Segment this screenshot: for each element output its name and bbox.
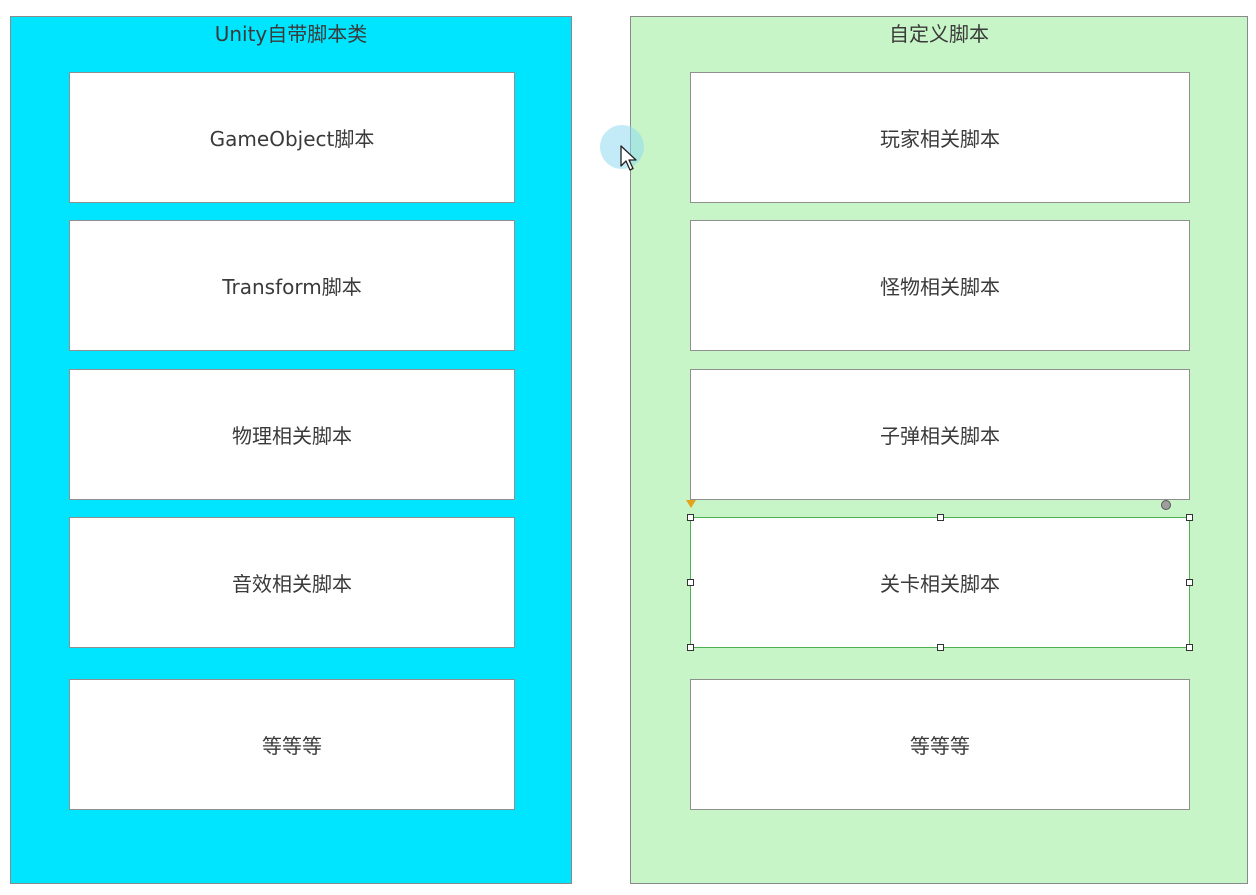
mouse-pointer-icon bbox=[620, 145, 637, 171]
script-box[interactable]: Transform脚本 bbox=[69, 220, 515, 351]
resize-handle-right[interactable] bbox=[1186, 579, 1193, 586]
script-box[interactable]: GameObject脚本 bbox=[69, 72, 515, 203]
script-box-label: 音效相关脚本 bbox=[232, 572, 352, 596]
resize-handle-top[interactable] bbox=[937, 514, 944, 521]
custom-scripts-container[interactable]: 自定义脚本 玩家相关脚本 怪物相关脚本 子弹相关脚本 关卡相关脚本 等等等 bbox=[630, 16, 1248, 884]
script-box[interactable]: 音效相关脚本 bbox=[69, 517, 515, 648]
script-box[interactable]: 玩家相关脚本 bbox=[690, 72, 1190, 203]
script-box-label: GameObject脚本 bbox=[209, 127, 375, 151]
unity-builtin-scripts-container[interactable]: Unity自带脚本类 GameObject脚本 Transform脚本 物理相关… bbox=[10, 16, 572, 884]
script-box-label: Transform脚本 bbox=[222, 275, 362, 299]
script-box[interactable]: 物理相关脚本 bbox=[69, 369, 515, 500]
script-box-label: 子弹相关脚本 bbox=[880, 424, 1000, 448]
anchor-marker-icon[interactable] bbox=[686, 500, 696, 508]
script-box[interactable]: 等等等 bbox=[69, 679, 515, 810]
resize-handle-top-left[interactable] bbox=[687, 514, 694, 521]
script-box-label: 等等等 bbox=[262, 734, 322, 758]
script-box-label: 等等等 bbox=[910, 734, 970, 758]
script-box-selected[interactable]: 关卡相关脚本 bbox=[690, 517, 1190, 648]
script-box-label: 怪物相关脚本 bbox=[880, 275, 1000, 299]
script-box-label: 玩家相关脚本 bbox=[880, 127, 1000, 151]
resize-handle-top-right[interactable] bbox=[1186, 514, 1193, 521]
rotate-handle-icon[interactable] bbox=[1161, 500, 1171, 510]
script-box[interactable]: 子弹相关脚本 bbox=[690, 369, 1190, 500]
resize-handle-left[interactable] bbox=[687, 579, 694, 586]
script-box-label: 物理相关脚本 bbox=[232, 424, 352, 448]
resize-handle-bottom[interactable] bbox=[937, 644, 944, 651]
script-box[interactable]: 等等等 bbox=[690, 679, 1190, 810]
script-box-label: 关卡相关脚本 bbox=[880, 572, 1000, 596]
resize-handle-bottom-right[interactable] bbox=[1186, 644, 1193, 651]
container-title: Unity自带脚本类 bbox=[214, 22, 368, 46]
container-title: 自定义脚本 bbox=[889, 22, 989, 46]
script-box[interactable]: 怪物相关脚本 bbox=[690, 220, 1190, 351]
resize-handle-bottom-left[interactable] bbox=[687, 644, 694, 651]
